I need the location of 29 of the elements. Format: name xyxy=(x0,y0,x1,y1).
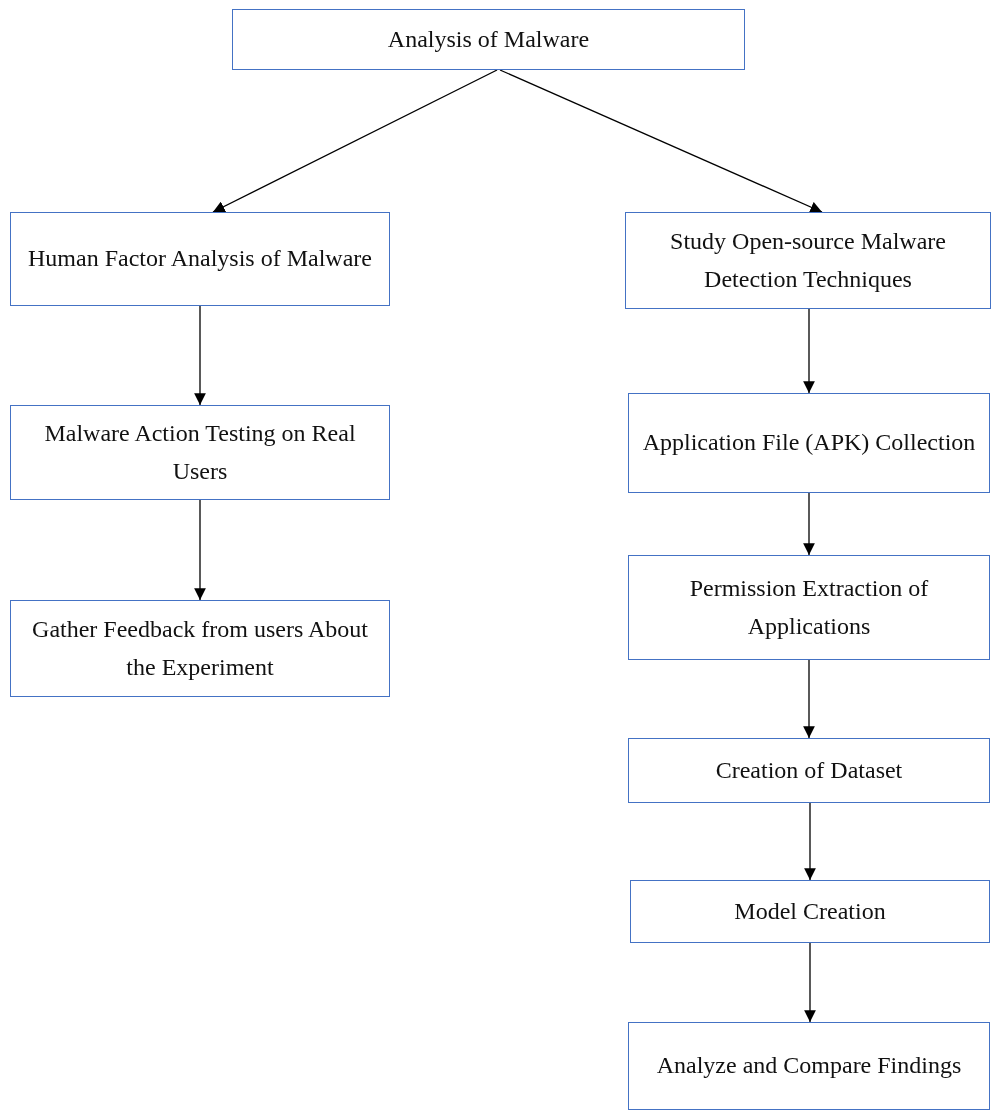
arrow xyxy=(803,492,815,556)
box-label: Analysis of Malware xyxy=(387,24,590,54)
process-box xyxy=(10,405,390,500)
box-label: Creation of Dataset xyxy=(715,755,903,785)
process-box xyxy=(628,738,990,803)
arrow xyxy=(194,305,206,406)
process-box xyxy=(628,393,990,493)
arrow xyxy=(803,659,815,739)
arrow xyxy=(804,942,816,1023)
process-box xyxy=(10,212,390,306)
arrow xyxy=(499,69,823,213)
box-label: Permission Extraction of Applications xyxy=(688,574,930,641)
process-box xyxy=(628,1022,990,1110)
process-box xyxy=(630,880,990,943)
box-label: Model Creation xyxy=(734,896,886,926)
box-label: Application File (APK) Collection xyxy=(642,428,976,458)
box-label: Gather Feedback from users About the Experiment xyxy=(31,615,369,682)
box-label: Analyze and Compare Findings xyxy=(656,1051,962,1081)
box-label: Human Factor Analysis of Malware xyxy=(28,244,372,274)
box-label: Malware Action Testing on Real Users xyxy=(43,419,357,486)
process-box xyxy=(628,555,990,660)
process-box xyxy=(10,600,390,697)
arrow xyxy=(194,499,206,601)
process-box xyxy=(232,9,745,70)
process-box xyxy=(625,212,991,309)
arrow xyxy=(803,308,815,394)
box-label: Study Open-source Malware Detection Techniques xyxy=(669,227,947,294)
arrow xyxy=(212,69,498,213)
arrow xyxy=(804,802,816,881)
